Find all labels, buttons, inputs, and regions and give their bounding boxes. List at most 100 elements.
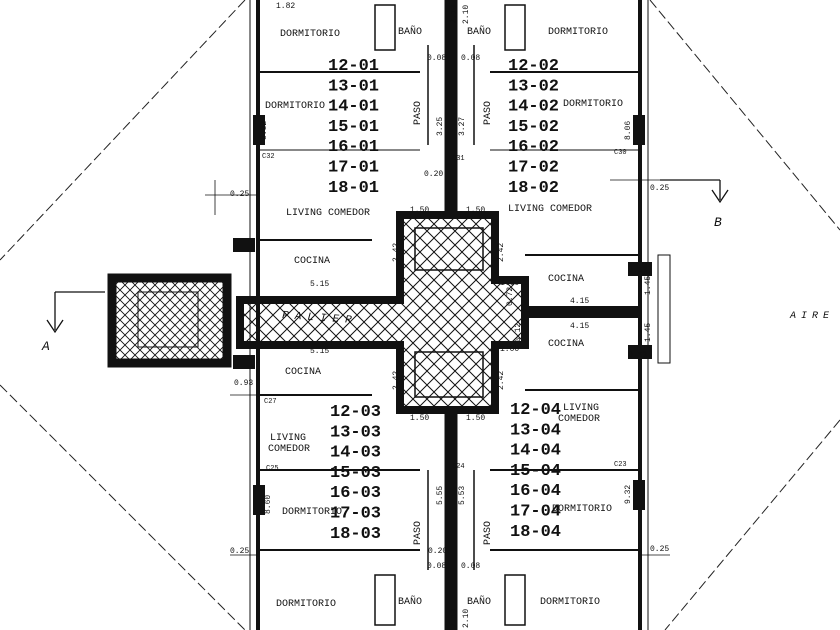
room-paso-ul: PASO	[413, 101, 424, 125]
section-b-label: B	[714, 215, 722, 230]
room-living-comedor-ur: LIVING COMEDOR	[508, 204, 592, 215]
unit-number: 14-02	[508, 98, 559, 117]
structural-columns	[233, 115, 645, 515]
dim-3-27: 3.27	[458, 117, 467, 136]
column-c30: C30	[614, 149, 627, 157]
unit-number: 18-04	[510, 523, 561, 542]
dim-5-15-b: 5.15	[310, 347, 329, 356]
core-palier	[107, 211, 529, 414]
dim-1-00-b: 1.00	[500, 345, 519, 354]
unit-number: 17-02	[508, 159, 559, 178]
room-bano-ll: BAÑO	[398, 595, 422, 608]
room-living-lr: LIVING	[563, 403, 599, 414]
room-comedor-lr: COMEDOR	[558, 414, 600, 425]
column-c31: C31	[452, 155, 465, 163]
dim-1-50-d: 1.50	[466, 414, 485, 423]
unit-number: 18-01	[328, 179, 379, 198]
room-cocina-ur: COCINA	[548, 274, 584, 285]
dim-0-20-b: 0.20	[428, 547, 447, 556]
dim-2-42-c: 2.42	[392, 371, 401, 390]
dim-0-25-b: 0.25	[650, 184, 669, 193]
dim-1-50-c: 1.50	[410, 414, 429, 423]
column-c27: C27	[264, 398, 277, 406]
unit-number: 15-01	[328, 118, 379, 137]
room-labels: DORMITORIO BAÑO BAÑO DORMITORIO DORMITOR…	[265, 25, 829, 610]
room-paso-ur: PASO	[483, 101, 494, 125]
dim-0-08-c: 0.08	[427, 562, 446, 571]
column-c32: C32	[262, 153, 275, 161]
unit-number: 12-01	[328, 57, 379, 76]
dim-2-42-d: 2.42	[497, 371, 506, 390]
room-paso-lr: PASO	[483, 521, 494, 545]
dim-4-15-b: 4.15	[570, 322, 589, 331]
room-paso-ll: PASO	[413, 521, 424, 545]
dim-1-50-a: 1.50	[410, 206, 429, 215]
unit-number: 16-02	[508, 138, 559, 157]
unit-number: 14-04	[510, 442, 561, 461]
room-comedor-ll: COMEDOR	[268, 444, 310, 455]
central-spine	[427, 0, 475, 630]
dim-8-60: 8.60	[264, 495, 273, 514]
room-dormitorio-ur: DORMITORIO	[548, 27, 608, 38]
unit-number: 13-04	[510, 421, 561, 440]
unit-number: 16-04	[510, 482, 561, 501]
room-dormitorio-ul2: DORMITORIO	[265, 101, 325, 112]
dim-1-50-b: 1.50	[466, 206, 485, 215]
dim-0-08-d: 0.08	[461, 562, 480, 571]
column-c23: C23	[614, 461, 627, 469]
dim-2-10-c: 2.10	[450, 609, 459, 628]
room-dormitorio-ul: DORMITORIO	[280, 29, 340, 40]
room-palier: PALIER	[282, 310, 358, 327]
section-letters: A B	[41, 215, 722, 354]
room-cocina-lr: COCINA	[548, 339, 584, 350]
dim-0-20-a: 0.20	[424, 170, 443, 179]
dim-0-08-b: 0.08	[461, 54, 480, 63]
dim-0-12: 0.12	[514, 323, 523, 342]
dim-2-10-a: 2.10	[450, 5, 459, 24]
dimension-lines	[205, 179, 670, 556]
dim-1-82: 1.82	[276, 2, 295, 11]
room-cocina-ll: COCINA	[285, 367, 321, 378]
room-dormitorio-ll: DORMITORIO	[282, 507, 342, 518]
dim-2-42-a: 2.42	[392, 243, 401, 262]
room-living-ll: LIVING	[270, 433, 306, 444]
room-dormitorio-ur2: DORMITORIO	[563, 99, 623, 110]
section-a-label: A	[41, 339, 50, 354]
unit-number: 13-03	[330, 423, 381, 442]
right-shaft	[525, 254, 671, 364]
unit-number: 13-01	[328, 77, 379, 96]
unit-number: 12-03	[330, 403, 381, 422]
dim-0-25-d: 0.25	[650, 545, 669, 554]
dim-4-15-a: 4.15	[570, 297, 589, 306]
dim-0-53-b: 0.53	[628, 351, 647, 360]
dim-1-45-a: 1.45	[644, 276, 653, 295]
unit-number: 18-03	[330, 525, 381, 544]
dim-8-32: 8.32	[260, 121, 269, 140]
dim-8-06: 8.06	[624, 121, 633, 140]
room-dormitorio-lr2: DORMITORIO	[540, 597, 600, 608]
unit-number: 12-02	[508, 57, 559, 76]
column-c24: C24	[452, 463, 465, 471]
dim-1-45-b: 1.45	[644, 323, 653, 342]
unit-number: 18-02	[508, 179, 559, 198]
dim-9-32: 9.32	[624, 485, 633, 504]
dim-0-72: 0.72	[506, 287, 515, 306]
column-c25: C25	[266, 465, 279, 473]
dimension-texts: 1.82 2.10 2.10 0.08 0.08 3.25 3.27 8.32 …	[230, 2, 669, 628]
dim-5-55: 5.55	[436, 486, 445, 505]
room-dormitorio-lr: DORMITORIO	[552, 504, 612, 515]
dim-0-93: 0.93	[234, 379, 253, 388]
dim-2-10-d: 2.10	[462, 609, 471, 628]
room-bano-ul: BAÑO	[398, 25, 422, 38]
unit-number: 15-04	[510, 462, 561, 481]
dim-2-42-b: 2.42	[497, 243, 506, 262]
room-cocina-ul: COCINA	[294, 256, 330, 267]
unit-number: 17-01	[328, 159, 379, 178]
unit-number: 15-02	[508, 118, 559, 137]
dim-5-15-a: 5.15	[310, 280, 329, 289]
room-living-comedor-ul: LIVING COMEDOR	[286, 208, 370, 219]
dim-3-25: 3.25	[436, 117, 445, 136]
unit-number: 17-03	[330, 505, 381, 524]
